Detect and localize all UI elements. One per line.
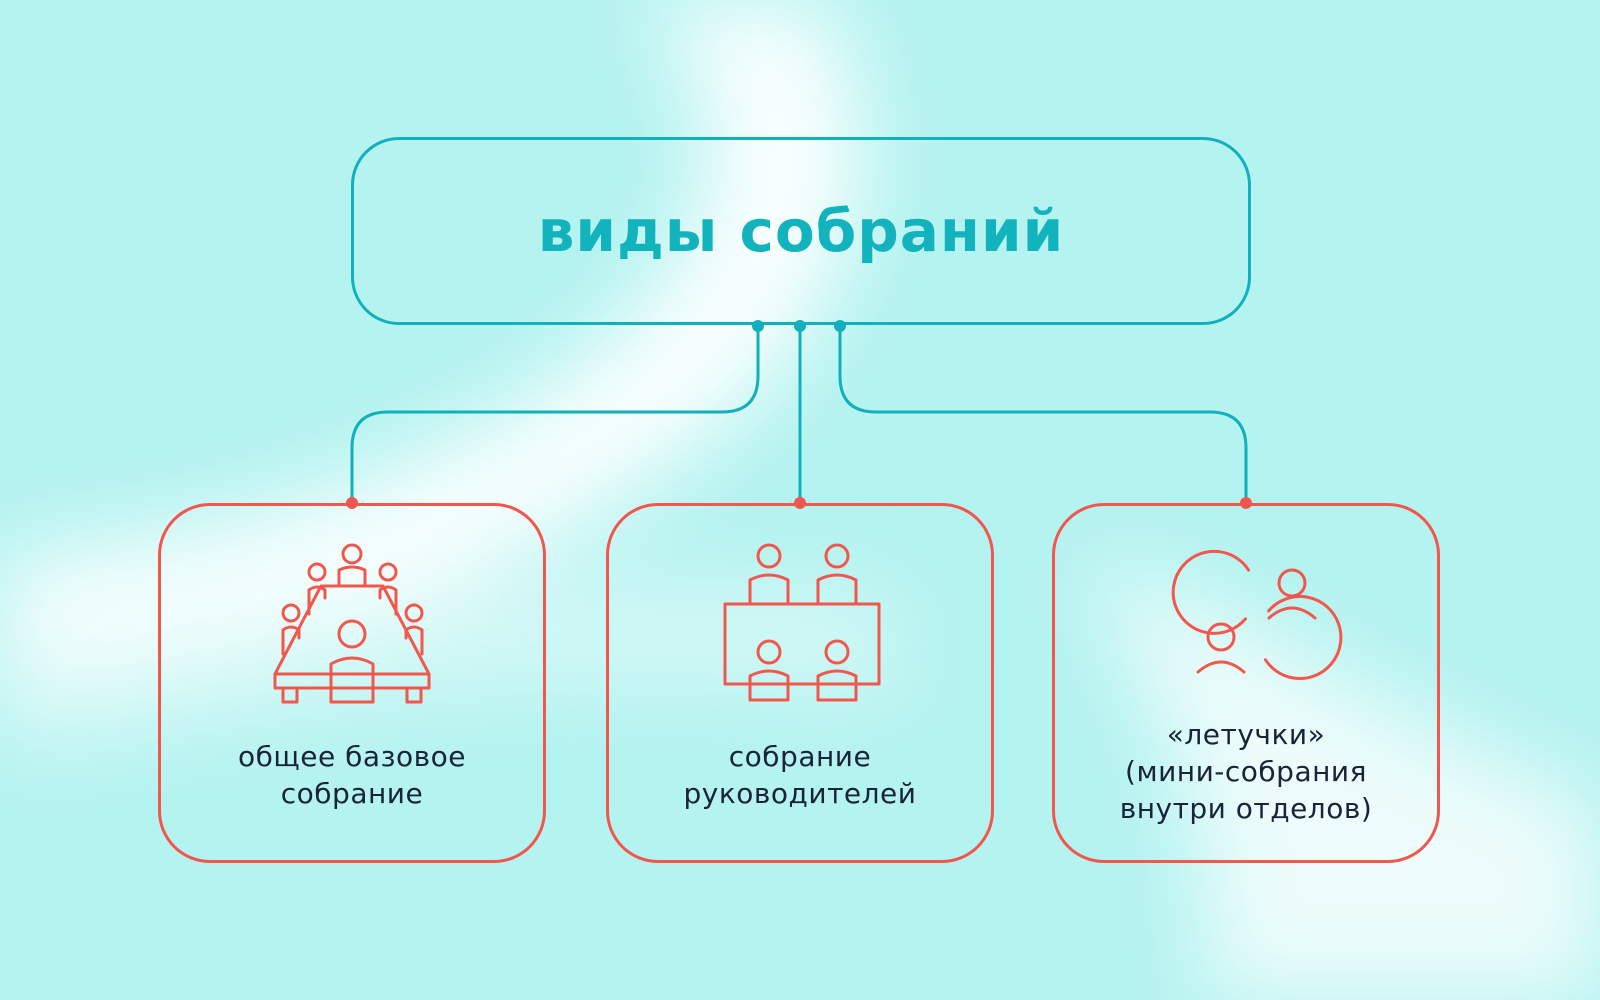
card-quick-meetings: «летучки» (мини-собрания внутри отделов) [1052, 503, 1440, 863]
card-label-line: руководителей [683, 777, 917, 810]
title-box: виды собраний [351, 137, 1251, 325]
connector-right [838, 325, 1248, 503]
managers-meeting-icon [723, 543, 881, 702]
user-exchange-icon [1171, 549, 1343, 680]
card-label-line: (мини-собрания [1125, 755, 1367, 788]
card-label-line: собрание [728, 740, 872, 773]
card-general-meeting: общее базовое собрание [158, 503, 546, 863]
card-label: собрание руководителей [609, 738, 991, 812]
card-label-line: собрание [280, 777, 424, 810]
card-managers-meeting: собрание руководителей [606, 503, 994, 863]
card-label: общее базовое собрание [161, 738, 543, 812]
connector-left [350, 325, 760, 503]
conference-table-icon [273, 543, 431, 704]
diagram-title: виды собраний [537, 197, 1065, 265]
card-label-line: внутри отделов) [1119, 792, 1373, 825]
card-label-line: «летучки» [1166, 718, 1326, 751]
card-label-line: общее базовое [238, 740, 466, 773]
card-label: «летучки» (мини-собрания внутри отделов) [1055, 716, 1437, 827]
